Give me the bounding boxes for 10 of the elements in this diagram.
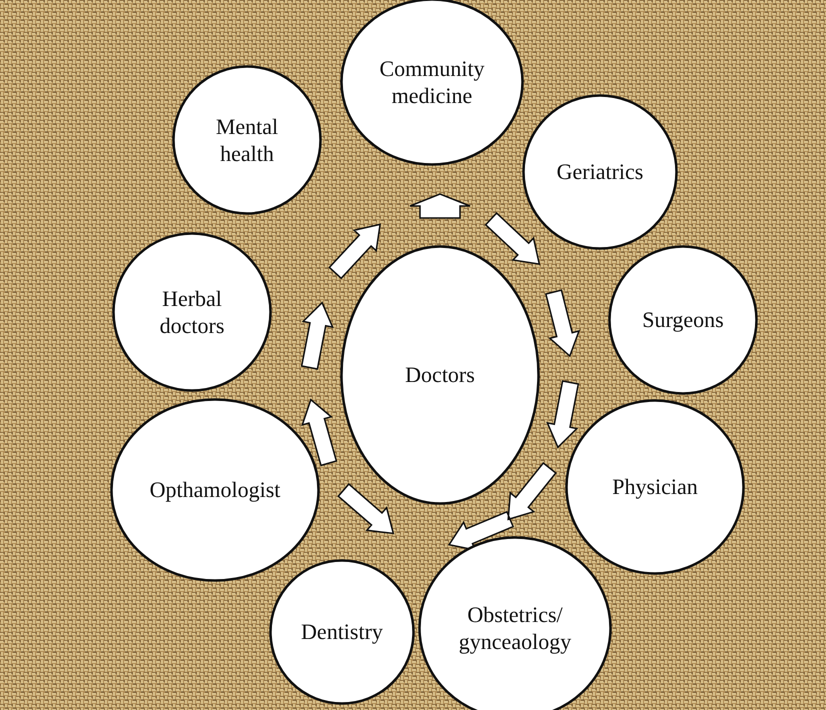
node-label: Dentistry (301, 618, 383, 646)
node-label: Mental health (214, 112, 280, 168)
node-label: Doctors (405, 361, 475, 389)
node-label: Geriatrics (556, 158, 644, 186)
node-label: Herbal doctors (158, 284, 226, 340)
node-label: Obstetrics/ gynceaology (458, 600, 572, 656)
node-label: Physician (612, 473, 698, 501)
node-label: Surgeons (642, 306, 724, 334)
node-label: Community medicine (378, 54, 486, 110)
node-label: Opthamologist (150, 476, 280, 504)
